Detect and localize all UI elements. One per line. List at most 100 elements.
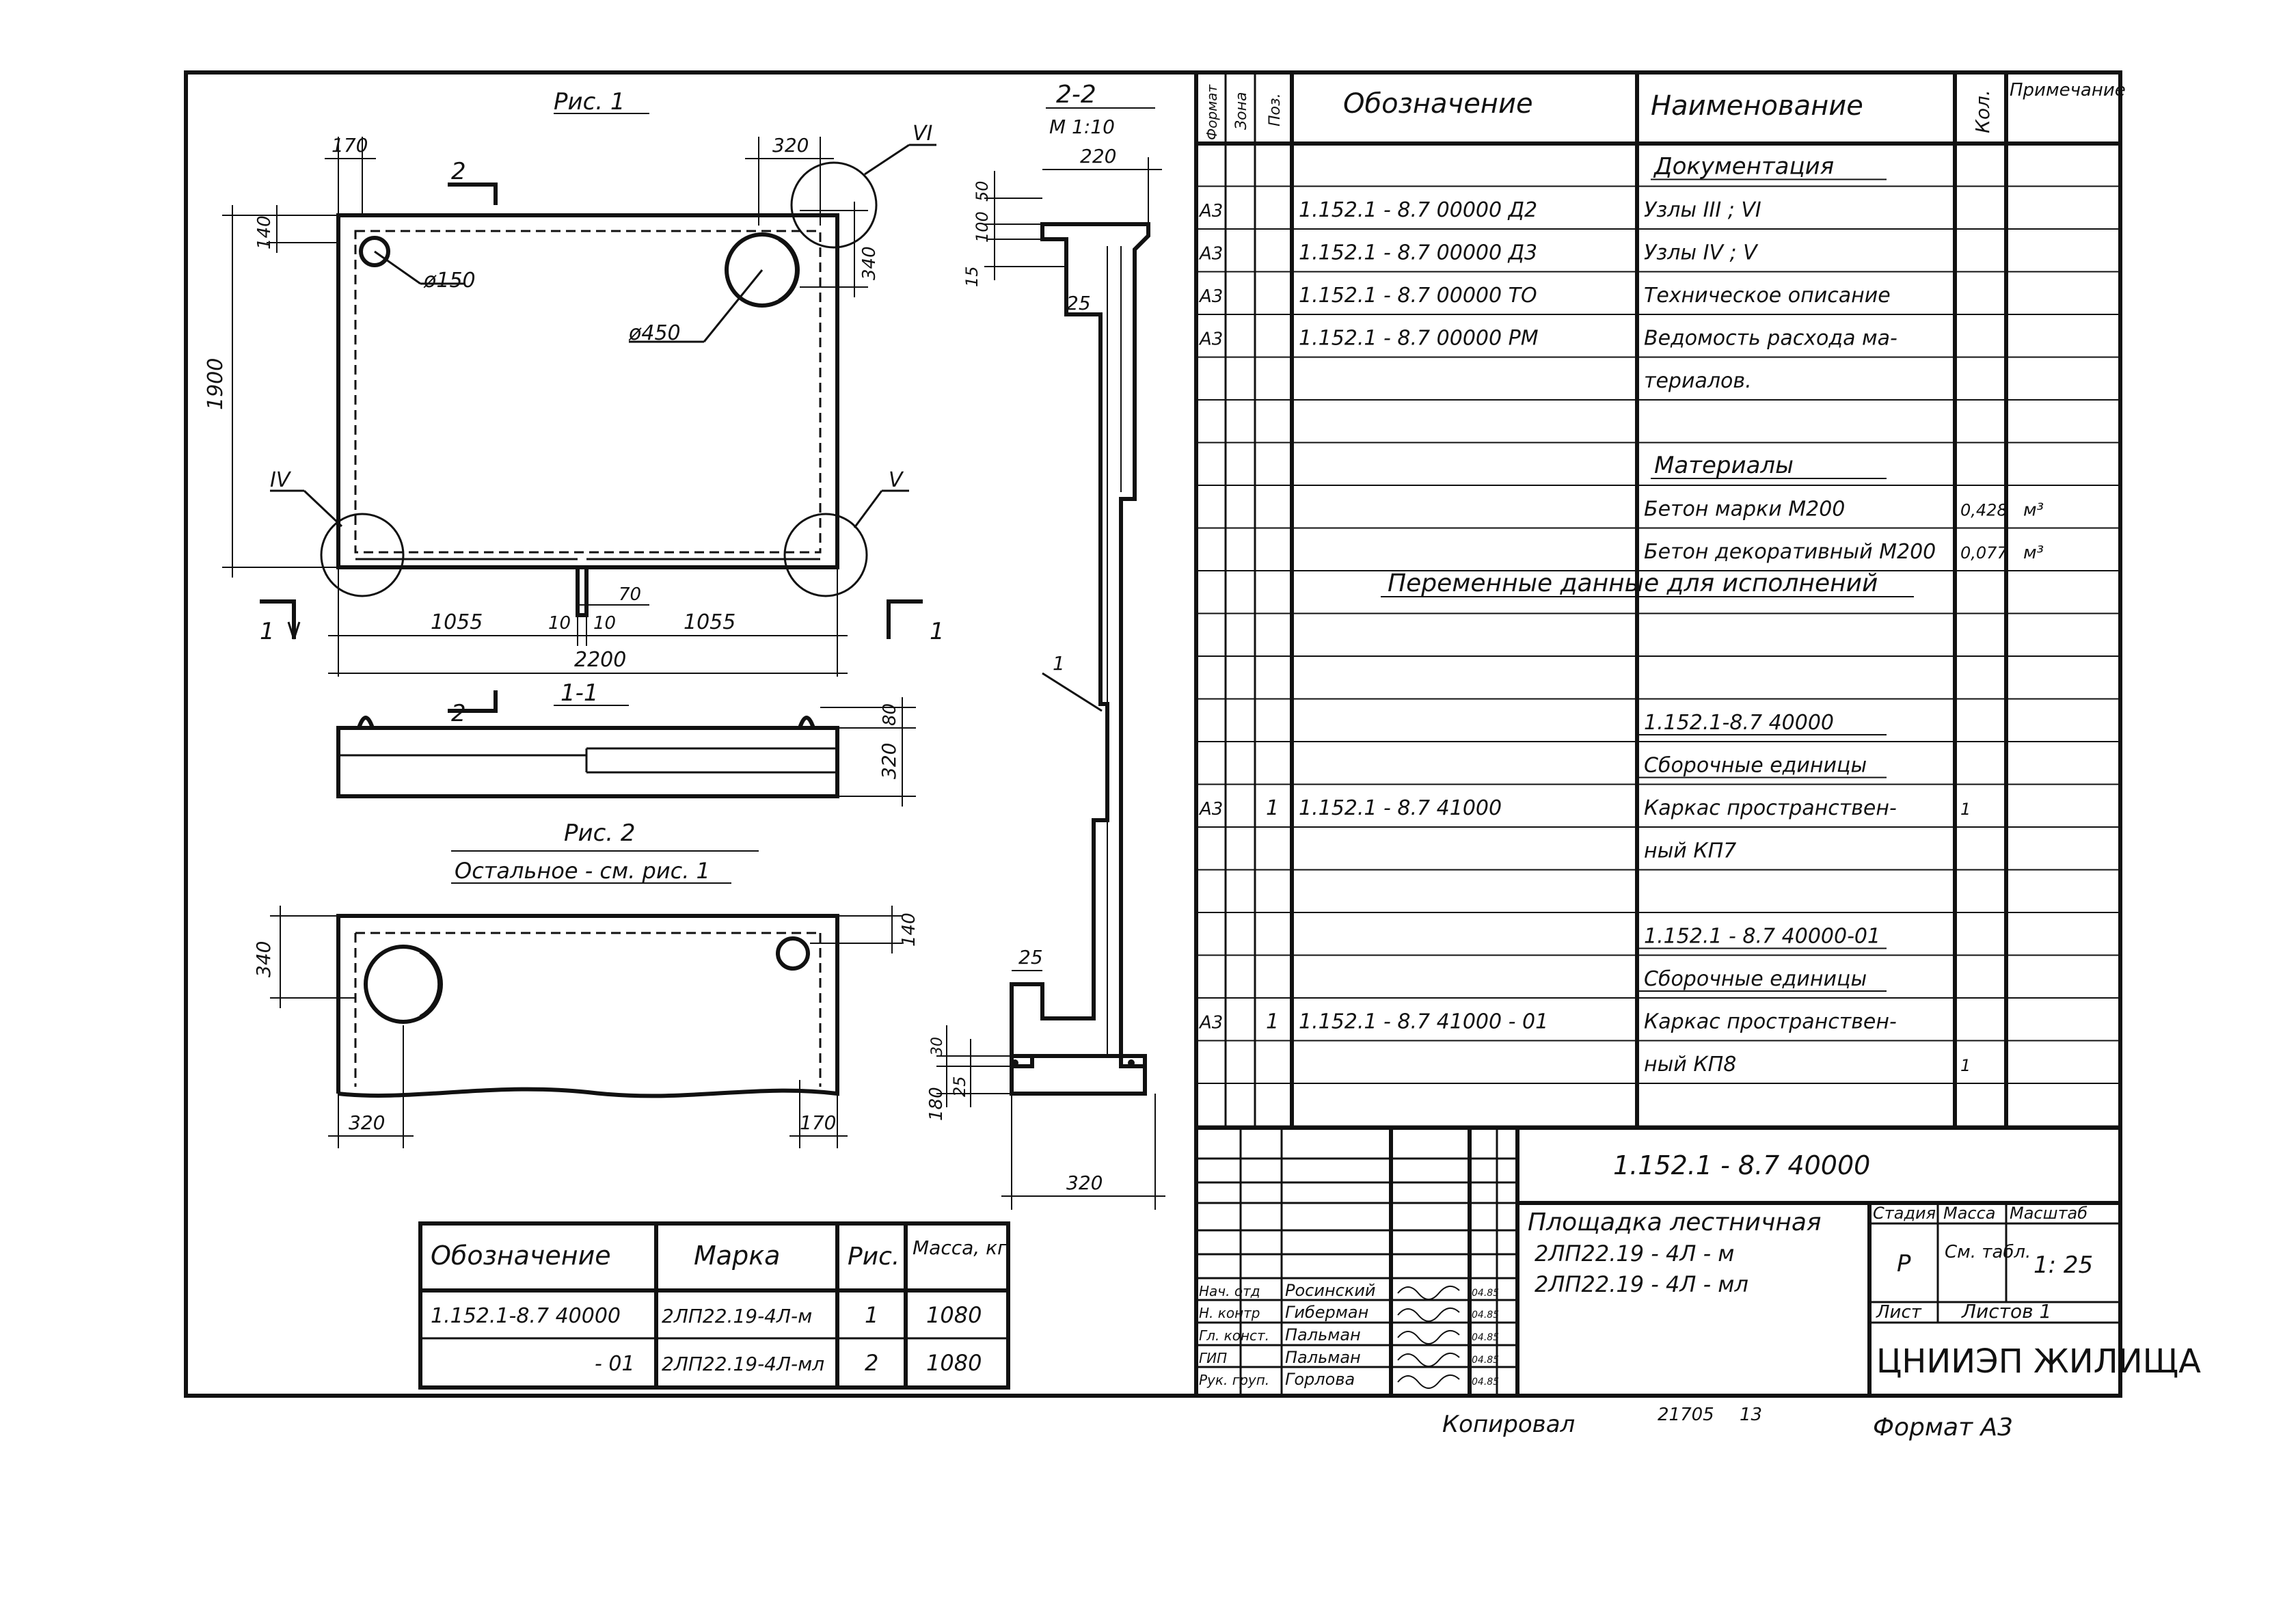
marks-r1-mark: 2ЛП22.19-4Л-м (662, 1305, 812, 1327)
small-hole (359, 236, 390, 267)
section-2-2-scale: М 1:10 (1049, 116, 1115, 138)
dim-1055-right: 1055 (684, 610, 735, 634)
spec-cell-qty: 0,077 (1960, 543, 2008, 563)
spec-cell-pos: 1 (1266, 1010, 1279, 1034)
section-2-2-title: 2-2 (1056, 81, 1096, 109)
spec-cell-name: Техническое описание (1644, 284, 1891, 308)
spec-cell-qty: 1 (1960, 1056, 1971, 1075)
stage-label: Стадия (1873, 1204, 1936, 1223)
node-iv-label: IV (270, 468, 292, 492)
fig1-plan-outline (336, 213, 839, 569)
spec-cell-name: Материалы (1654, 452, 1794, 479)
scale-label: Масштаб (2010, 1204, 2087, 1223)
marks-header-fig: Рис. (848, 1243, 900, 1271)
spec-cell-name: Сборочные единицы (1644, 967, 1867, 991)
spec-cell-name: Ведомость расхода ма- (1644, 327, 1897, 351)
spec-cell-designation: 1.152.1 - 8.7 00000 РМ (1299, 327, 1539, 351)
spec-cell-designation: 1.152.1 - 8.7 00000 ТО (1299, 284, 1537, 308)
sheet-frame (184, 70, 2122, 1398)
marks-header-mark: Марка (694, 1241, 780, 1271)
spec-cell-format: А3 (1198, 799, 1223, 820)
signer-name: Горлова (1285, 1370, 1355, 1389)
spec-header-pos: Поз. (1267, 93, 1284, 126)
title-block: 1.152.1 - 8.7 40000 Площадка лестничная … (1194, 1126, 2201, 1396)
signer-role: Нач. отд (1199, 1283, 1260, 1299)
spec-cell-name: 1.152.1-8.7 40000 (1644, 711, 1834, 735)
spec-table: Формат Зона Поз. Обозначение Наименовани… (1194, 72, 2126, 1128)
spec-cell-qty: 1 (1960, 800, 1971, 819)
footer-order: 21705 (1658, 1405, 1714, 1425)
spec-cell-name: ный КП7 (1644, 839, 1736, 863)
scale-value: 1: 25 (2033, 1251, 2093, 1279)
signer-name: Пальман (1285, 1325, 1361, 1344)
footer-order-sheet: 13 (1740, 1405, 1762, 1425)
fig1-plan-inner (354, 230, 822, 554)
section-2-2: 2-2 М 1:10 1 220 50 100 15 25 25 30 (926, 81, 1165, 1210)
marks-r1-fig: 1 (865, 1302, 878, 1328)
fig2-dim-320: 320 (349, 1111, 385, 1134)
signer-name: Пальман (1285, 1348, 1361, 1367)
marks-header-mass: Масса, кг (913, 1236, 1008, 1259)
spec-cell-format: А3 (1198, 329, 1223, 350)
cut-mark-2-top: 2 (451, 158, 466, 185)
spec-cell-note: м³ (2023, 500, 2044, 521)
figure-2: Рис. 2 Остальное - см. рис. 1 340 140 32… (252, 820, 919, 1148)
spec-header-designation: Обозначение (1343, 88, 1533, 120)
fig1-title: Рис. 1 (554, 88, 625, 116)
fig2-dim-340: 340 (252, 941, 275, 977)
dim-10-b: 10 (593, 613, 616, 634)
sec-dim-25-top: 25 (1066, 292, 1091, 314)
signature-mark (1397, 1353, 1460, 1367)
dim-80: 80 (880, 703, 900, 726)
dia-large-label: ø450 (628, 321, 681, 345)
fig2-dim-170: 170 (800, 1111, 836, 1134)
spec-cell-format: А3 (1198, 244, 1223, 265)
signature-mark (1397, 1330, 1460, 1344)
spec-cell-note: м³ (2023, 543, 2044, 563)
spec-cell-name: Сборочные единицы (1644, 754, 1867, 778)
sec-dim-100: 100 (973, 211, 992, 243)
fig2-small-hole (776, 936, 810, 971)
node-vi-circle (790, 161, 878, 249)
node-v-circle (783, 513, 868, 597)
dim-320-section: 320 (878, 743, 900, 779)
node-vi-label: VI (913, 122, 933, 146)
mass-value: См. табл. (1945, 1242, 2031, 1262)
spec-header-zone: Зона (1233, 92, 1250, 130)
spec-cell-name: териалов. (1644, 369, 1752, 393)
section-1-1-title: 1-1 (560, 679, 599, 707)
signature-mark (1397, 1308, 1460, 1322)
marks-r1-designation: 1.152.1-8.7 40000 (431, 1304, 621, 1328)
signer-role: ГИП (1199, 1350, 1227, 1366)
spec-cell-designation: 1.152.1 - 8.7 41000 (1299, 796, 1502, 820)
sec-dim-30: 30 (929, 1037, 946, 1056)
spec-header-format: Формат (1204, 84, 1220, 140)
sec-dim-25-low: 25 (950, 1076, 969, 1097)
cut-mark-1-left: 1 (260, 618, 275, 645)
signature-mark (1397, 1375, 1460, 1389)
spec-cell-name: Бетон декоративный М200 (1644, 540, 1936, 564)
marks-table: Обозначение Марка Рис. Масса, кг 1.152.1… (418, 1221, 1010, 1390)
spec-header-note: Примечание (2010, 80, 2126, 100)
spec-cell-name: 1.152.1 - 8.7 40000-01 (1644, 925, 1880, 949)
dim-1900: 1900 (204, 358, 228, 410)
stage-value: Р (1897, 1250, 1911, 1277)
mass-label: Масса (1943, 1204, 1996, 1223)
fig2-dim-140: 140 (899, 912, 919, 947)
sec-dim-220: 220 (1080, 145, 1116, 167)
spec-cell-name: Узлы IV ; V (1644, 241, 1759, 265)
cut-mark-2-mid: 2 (451, 700, 466, 727)
footer-copied: Копировал (1442, 1411, 1575, 1438)
doc-number: 1.152.1 - 8.7 40000 (1613, 1150, 1870, 1180)
signer-role: Гл. конст. (1199, 1327, 1269, 1344)
title-line2: 2ЛП22.19 - 4Л - м (1535, 1241, 1734, 1267)
sheets-label: Листов 1 (1961, 1300, 2051, 1323)
sec-dim-25-mid: 25 (1018, 946, 1043, 969)
marks-r2-fig: 2 (865, 1350, 878, 1376)
signature-mark (1397, 1286, 1460, 1300)
sec-dim-180: 180 (926, 1087, 947, 1121)
marks-header-designation: Обозначение (431, 1241, 611, 1271)
marks-r1-mass: 1080 (926, 1302, 982, 1328)
dim-320-top: 320 (772, 134, 809, 157)
spec-cell-format: А3 (1198, 1013, 1223, 1033)
